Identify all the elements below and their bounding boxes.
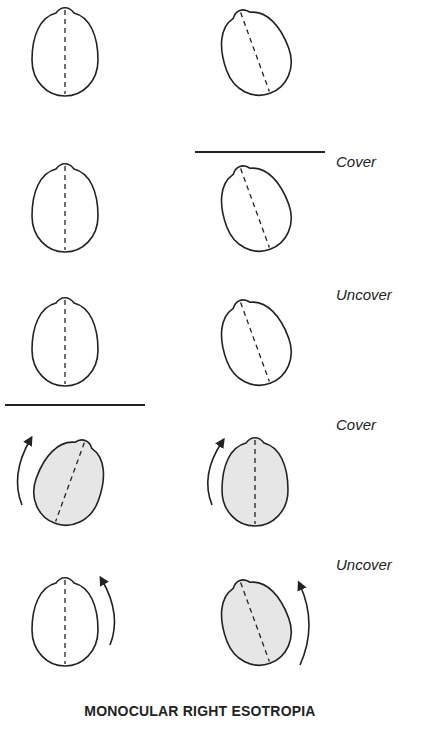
step-label: Cover	[336, 416, 376, 433]
step-label: Uncover	[336, 286, 392, 303]
step-label: Uncover	[336, 556, 392, 573]
figure-caption: MONOCULAR RIGHT ESOTROPIA	[84, 703, 315, 719]
step-label: Cover	[336, 153, 376, 170]
